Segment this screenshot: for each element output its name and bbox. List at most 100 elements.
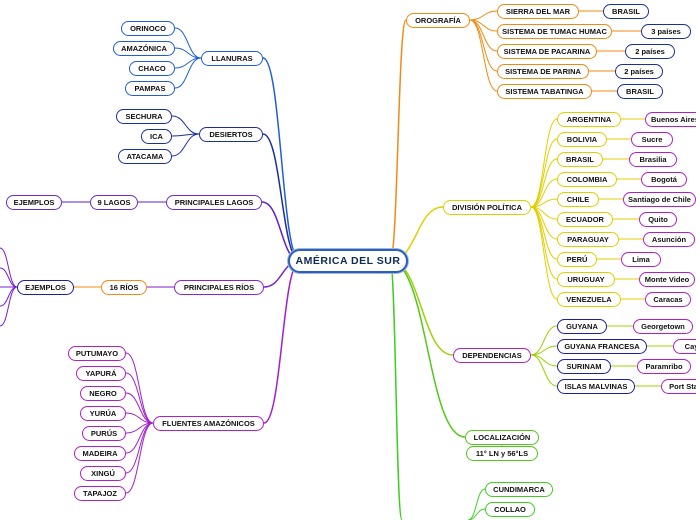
connector-line [125, 422, 154, 494]
connector-line [174, 57, 202, 89]
fluente-item[interactable]: XINGÚ [80, 466, 126, 481]
country-item[interactable]: ARGENTINA [557, 112, 621, 127]
dependencia-capital[interactable]: Paramribo [637, 359, 691, 374]
orografia-item[interactable]: SIERRA DEL MAR [497, 4, 579, 19]
connector-line [0, 267, 18, 288]
connector-line [530, 325, 558, 356]
branch-dependencias[interactable]: DEPENDENCIAS [453, 348, 531, 363]
connector-line [171, 133, 200, 157]
connector-line [530, 206, 558, 300]
dependencia-item[interactable]: GUYANA FRANCESA [557, 339, 647, 354]
fluente-item[interactable]: MADEIRA [74, 446, 126, 461]
branch-localizacion[interactable]: LOCALIZACIÓN [465, 430, 539, 445]
llanura-item[interactable]: AMAZÓNICA [113, 41, 175, 56]
orografia-item[interactable]: SISTEMA DE TUMAC HUMAC [497, 24, 612, 39]
dependencia-item[interactable]: ISLAS MALVINAS [557, 379, 635, 394]
connector-line [389, 260, 454, 356]
capital-item[interactable]: Lima [621, 252, 661, 267]
connector-line [530, 178, 558, 208]
connector-line [467, 488, 486, 520]
connector-line [171, 115, 200, 135]
localizacion-detail[interactable]: 11° LN y 56°LS [466, 446, 538, 461]
capital-item[interactable]: Monte Video [639, 272, 695, 287]
connector-line [0, 286, 18, 327]
branch-desiertos[interactable]: DESIERTOS [199, 127, 263, 142]
capital-item[interactable]: Santiago de Chile [623, 192, 696, 207]
country-item[interactable]: URUGUAY [557, 272, 615, 287]
dependencia-item[interactable]: SURINAM [557, 359, 611, 374]
country-item[interactable]: VENEZUELA [557, 292, 621, 307]
branch-principales-lagos[interactable]: PRINCIPALES LAGOS [166, 195, 262, 210]
fluente-item[interactable]: PUTUMAYO [68, 346, 126, 361]
orografia-item[interactable]: SISTEMA DE PARINA [497, 64, 589, 79]
dependencia-capital[interactable]: Cayena [673, 339, 696, 354]
fluente-item[interactable]: TAPAJOZ [74, 486, 126, 501]
capital-item[interactable]: Buenos Aires [645, 112, 696, 127]
country-item[interactable]: BRASIL [557, 152, 603, 167]
desierto-item[interactable]: ATACAMA [118, 149, 172, 164]
capital-item[interactable]: Quito [639, 212, 677, 227]
connector-line [0, 247, 18, 288]
branch-llanuras[interactable]: LLANURAS [201, 51, 263, 66]
connector-line [125, 392, 154, 424]
connector-line [530, 354, 558, 387]
orografia-detail[interactable]: 3 países [641, 24, 691, 39]
connector-line [125, 372, 154, 424]
orografia-item[interactable]: SISTEMA TABATINGA [497, 84, 592, 99]
llanura-item[interactable]: ORINOCO [121, 21, 175, 36]
capital-item[interactable]: Bogotá [641, 172, 687, 187]
orografia-detail[interactable]: 2 países [615, 64, 663, 79]
rios-count[interactable]: 16 RÍOS [101, 280, 147, 295]
llanura-item[interactable]: CHACO [129, 61, 175, 76]
connector-line [125, 352, 154, 424]
llanura-item[interactable]: PAMPAS [125, 81, 175, 96]
connector-line [469, 19, 498, 92]
capital-item[interactable]: Caracas [645, 292, 691, 307]
fluente-item[interactable]: NEGRO [80, 386, 126, 401]
country-item[interactable]: BOLIVIA [557, 132, 607, 147]
fluente-item[interactable]: YAPURÁ [76, 366, 126, 381]
orografia-detail[interactable]: BRASIL [617, 84, 663, 99]
capital-item[interactable]: Sucre [631, 132, 673, 147]
connector-line [530, 345, 558, 356]
extra-item[interactable]: COLLAO [485, 502, 535, 517]
orografia-detail[interactable]: BRASIL [603, 4, 649, 19]
branch-division-politica[interactable]: DIVISIÓN POLÍTICA [443, 200, 531, 215]
branch-fluentes-amazonicos[interactable]: FLUENTES AMAZÓNICOS [153, 416, 264, 431]
capital-item[interactable]: Asunción [643, 232, 695, 247]
connector-line [389, 19, 407, 262]
fluente-item[interactable]: YURÚA [80, 406, 126, 421]
country-item[interactable]: COLOMBIA [557, 172, 617, 187]
connector-line [125, 412, 154, 424]
root-node[interactable]: AMÉRICA DEL SUR [288, 249, 408, 273]
dependencia-capital[interactable]: Port Stanley [661, 379, 696, 394]
connector-line [469, 10, 498, 21]
connector-line [530, 206, 558, 280]
country-item[interactable]: PARAGUAY [557, 232, 619, 247]
orografia-detail[interactable]: 2 países [625, 44, 675, 59]
capital-item[interactable]: Brasilia [629, 152, 677, 167]
country-item[interactable]: ECUADOR [557, 212, 613, 227]
branch-principales-rios[interactable]: PRINCIPALES RÍOS [174, 280, 264, 295]
desierto-item[interactable]: SECHURA [116, 109, 172, 124]
extra-item[interactable]: CUNDIMARCA [485, 482, 553, 497]
connector-line [389, 260, 403, 520]
dependencia-capital[interactable]: Georgetown [633, 319, 693, 334]
connector-line [262, 57, 301, 262]
connector-line [174, 47, 202, 59]
desierto-item[interactable]: ICA [141, 129, 172, 144]
country-item[interactable]: PERÚ [557, 252, 597, 267]
orografia-item[interactable]: SISTEMA DE PACARINA [497, 44, 597, 59]
lagos-count[interactable]: 9 LAGOS [90, 195, 138, 210]
connector-line [174, 27, 202, 59]
dependencia-item[interactable]: GUYANA [557, 319, 607, 334]
rios-ejemplos[interactable]: EJEMPLOS [17, 280, 74, 295]
lagos-ejemplos[interactable]: EJEMPLOS [6, 195, 62, 210]
branch-orografia[interactable]: OROGRAFÍA [406, 13, 470, 28]
connector-line [0, 286, 18, 307]
connector-line [530, 118, 558, 208]
country-item[interactable]: CHILE [557, 192, 599, 207]
fluente-item[interactable]: PURÚS [82, 426, 126, 441]
connector-line [530, 138, 558, 208]
